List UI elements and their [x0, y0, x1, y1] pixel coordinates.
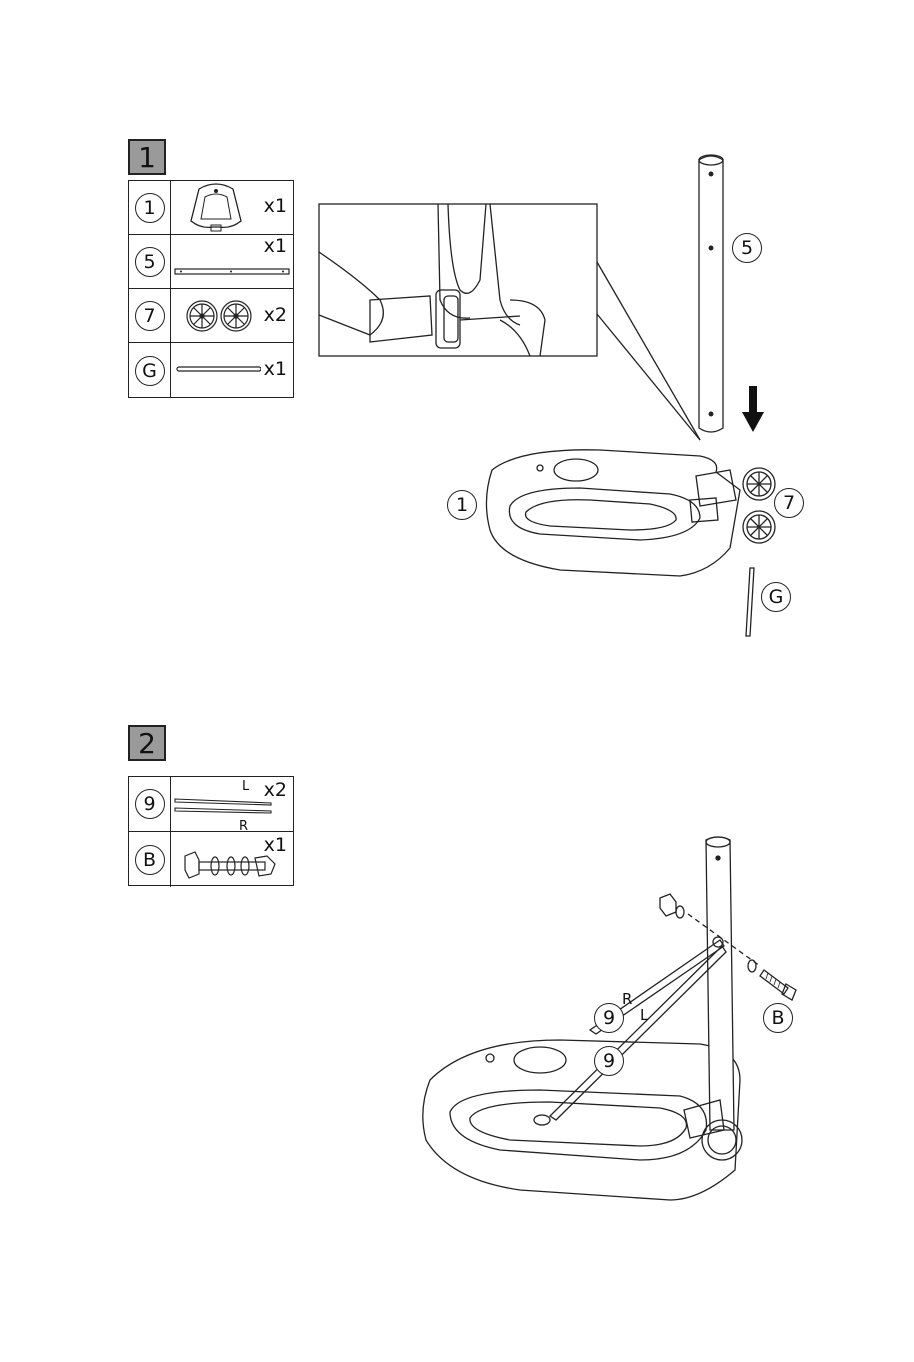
callout-strut-r: 9 — [594, 1003, 624, 1033]
strut-mark-r: R — [622, 990, 632, 1008]
callout-bolt: B — [763, 1003, 793, 1033]
callout-strut-l: 9 — [594, 1046, 624, 1076]
strut-mark-l: L — [640, 1006, 648, 1024]
